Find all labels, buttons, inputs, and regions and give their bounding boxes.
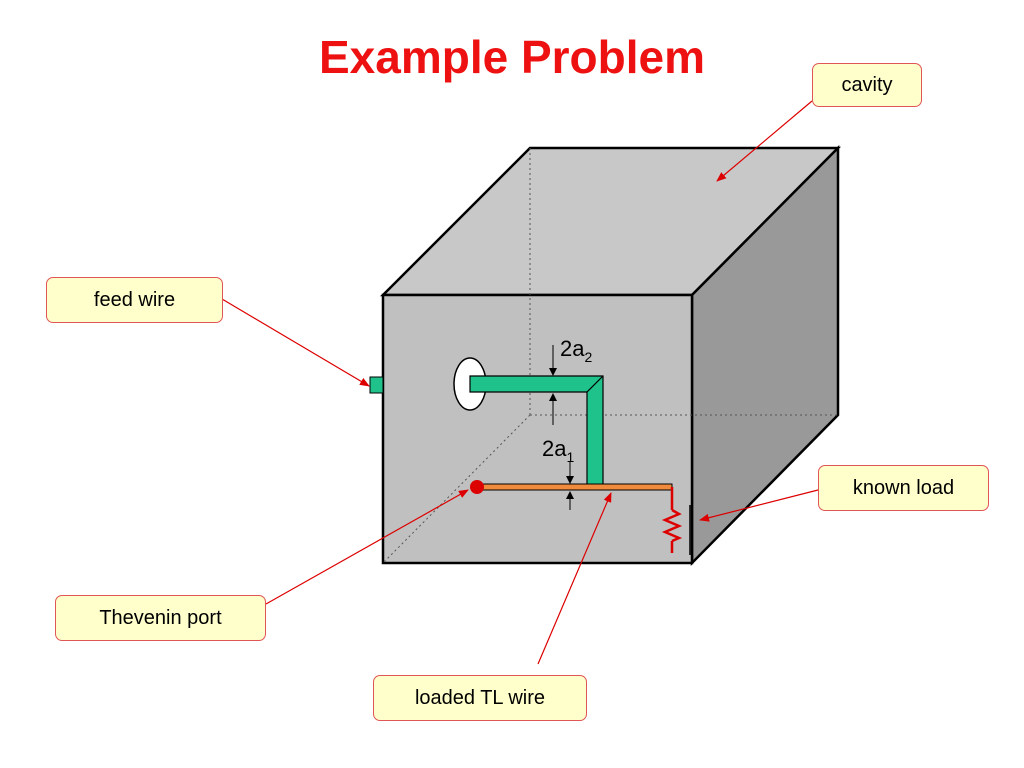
thevenin-port-pointer [265,489,469,605]
thevenin-port-dot [470,480,484,494]
known-load-label: known load [852,476,955,499]
dimension-2a1-subscript: 1 [566,449,574,465]
dimension-2a2-label: 2a [560,336,585,361]
thevenin-port-callout: Thevenin port [55,595,266,641]
feed-wire-label: feed wire [93,288,176,311]
feed-wire-stub [369,376,384,394]
cavity-callout: cavity [812,63,922,107]
svg-text:2a2: 2a2 [560,336,592,365]
feed-wire-pointer [221,298,370,387]
known-load-pointer [699,489,819,522]
cavity-label: cavity [841,73,893,96]
feed-wire-callout: feed wire [46,277,223,323]
loaded-tl-wire-callout: loaded TL wire [373,675,587,721]
dimension-2a2: 2a2 [549,336,592,425]
thevenin-port-label: Thevenin port [99,606,222,629]
cavity-box [379,144,842,567]
feed-wire-bend-edge [586,375,604,393]
loaded-tl-wire-pointer [537,492,612,665]
known-load-callout: known load [818,465,989,511]
page-title: Example Problem [318,31,706,83]
svg-text:2a1: 2a1 [542,436,574,465]
dimension-2a2-subscript: 2 [584,349,592,365]
loaded-tl-wire-label: loaded TL wire [414,686,546,709]
loaded-tl-wire [476,483,673,491]
cavity-pointer [716,100,813,182]
known-load-resistor [661,487,683,553]
dimension-2a1: 2a1 [542,436,574,510]
cavity-front-face [381,293,694,565]
dimension-2a1-label: 2a [542,436,567,461]
